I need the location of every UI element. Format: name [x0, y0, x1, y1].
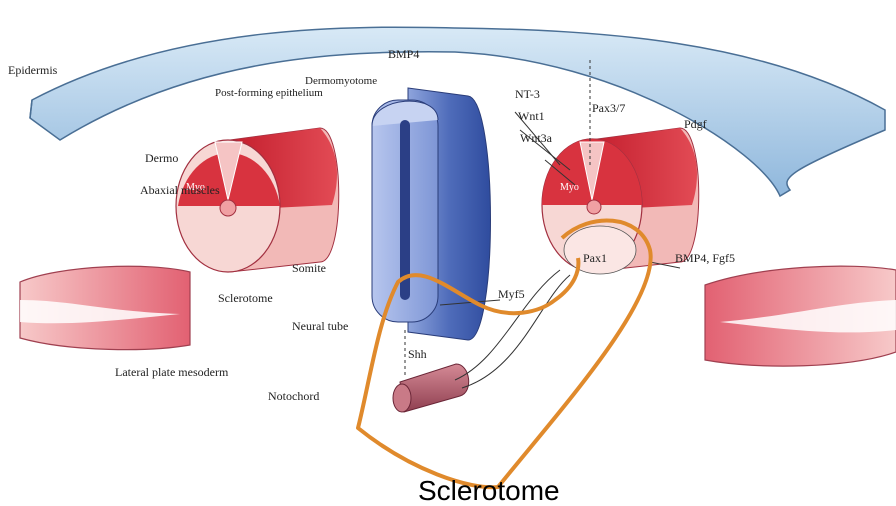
label-dermo: Dermo	[145, 151, 178, 165]
label-shh: Shh	[408, 347, 427, 361]
label-pax37: Pax3/7	[592, 101, 625, 115]
label-wnt3a: Wnt3a	[520, 131, 553, 145]
label-post-forming-epithelium: Post-forming epithelium	[215, 87, 323, 99]
label-abaxial-muscles: Abaxial muscles	[140, 183, 220, 197]
label-dermomyotome: Dermomyotome	[305, 75, 377, 87]
caption-sclerotome: Sclerotome	[418, 475, 560, 506]
label-notochord: Notochord	[268, 389, 319, 403]
label-bmp4-fgf5: BMP4, Fgf5	[675, 251, 735, 265]
label-neural-tube: Neural tube	[292, 319, 348, 333]
label-lateral-plate: Lateral plate mesoderm	[115, 365, 229, 379]
label-epidermis: Epidermis	[8, 63, 58, 77]
lateral-plate-left	[20, 266, 190, 349]
label-wnt1: Wnt1	[518, 109, 545, 123]
somite-left: Myo	[176, 128, 339, 272]
label-sclerotome-small: Sclerotome	[218, 291, 273, 305]
notochord	[393, 364, 469, 412]
label-myf5: Myf5	[498, 287, 525, 301]
label-somite: Somite	[292, 261, 326, 275]
label-pax1: Pax1	[583, 251, 607, 265]
lateral-plate-right	[705, 266, 896, 366]
label-nt3: NT-3	[515, 87, 540, 101]
label-bmp4-top: BMP4	[388, 47, 419, 61]
myo-label-right: Myo	[560, 182, 579, 193]
label-pdgf: Pdgf	[684, 117, 707, 131]
